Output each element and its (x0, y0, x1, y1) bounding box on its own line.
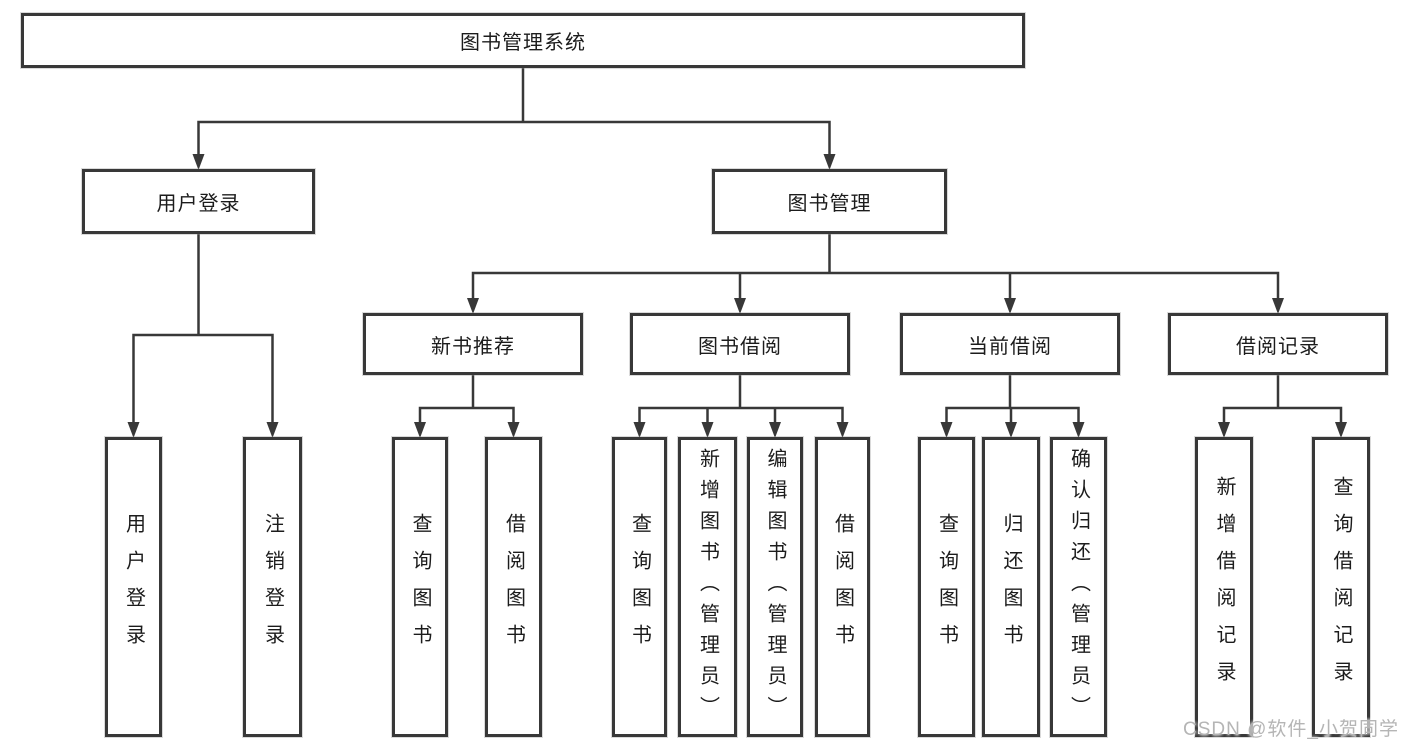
arrowhead-icon (1272, 298, 1284, 314)
arrowhead-icon (823, 154, 836, 170)
connector-path (1222, 373, 1343, 427)
diagram-node-leaf-bb-query: 查询图书 (612, 437, 667, 737)
diagram-node-borrow: 图书借阅 (630, 313, 850, 375)
arrowhead-icon (414, 422, 426, 438)
node-label: 确认归还（管理员） (1067, 447, 1090, 727)
diagram-node-leaf-user-login: 用户登录 (105, 437, 162, 737)
arrowhead-icon (507, 422, 520, 438)
diagram-node-bookmgmt: 图书管理 (712, 169, 947, 234)
connector-path (418, 373, 515, 427)
diagram-node-leaf-rec-query: 查询借阅记录 (1312, 437, 1370, 737)
diagram-node-root: 图书管理系统 (21, 13, 1025, 68)
connector-path (945, 373, 1080, 427)
diagram-node-leaf-bb-borrow: 借阅图书 (815, 437, 870, 737)
node-label: 查询图书 (935, 513, 958, 661)
node-label: 查询借阅记录 (1330, 476, 1352, 698)
node-label: 新增图书（管理员） (696, 447, 719, 727)
arrowhead-icon (467, 298, 479, 314)
watermark: CSDN @软件_小贺同学 (1183, 719, 1399, 740)
arrowhead-icon (769, 422, 781, 438)
diagram-node-current: 当前借阅 (900, 313, 1120, 375)
connector-path (638, 373, 844, 427)
arrowhead-icon (940, 422, 953, 438)
node-label: 借阅图书 (502, 513, 525, 661)
node-label: 归还图书 (1000, 513, 1022, 661)
arrowhead-icon (192, 154, 205, 170)
arrowhead-icon (127, 422, 140, 438)
diagram-node-leaf-cb-query: 查询图书 (918, 437, 975, 737)
node-label: 图书借阅 (698, 335, 782, 358)
node-label: 新增借阅记录 (1213, 476, 1235, 698)
arrowhead-icon (734, 298, 746, 314)
diagram-node-records: 借阅记录 (1168, 313, 1388, 375)
diagram-node-login: 用户登录 (82, 169, 315, 234)
diagram-node-leaf-cb-confirm: 确认归还（管理员） (1050, 437, 1107, 737)
node-label: 借阅记录 (1236, 335, 1320, 358)
node-label: 用户登录 (122, 513, 145, 661)
diagram-node-leaf-cb-return: 归还图书 (982, 437, 1040, 737)
arrowhead-icon (836, 422, 849, 438)
diagram-node-leaf-nb-borrow: 借阅图书 (485, 437, 542, 737)
node-label: 用户登录 (156, 193, 241, 215)
diagram-node-leaf-rec-add: 新增借阅记录 (1195, 437, 1253, 737)
connector-path (471, 232, 1280, 303)
diagram-node-leaf-bb-edit: 编辑图书（管理员） (747, 437, 803, 737)
arrowhead-icon (1218, 422, 1230, 438)
arrowhead-icon (1005, 422, 1017, 438)
node-label: 新书推荐 (431, 335, 515, 358)
diagram-node-newbook: 新书推荐 (363, 313, 583, 375)
connector-path (132, 232, 274, 427)
node-label: 注销登录 (261, 513, 284, 661)
node-label: 当前借阅 (968, 335, 1052, 358)
arrowhead-icon (1004, 298, 1016, 314)
arrowhead-icon (701, 422, 714, 438)
node-label: 查询图书 (409, 513, 431, 661)
arrowhead-icon (266, 422, 279, 438)
node-label: 图书管理 (787, 193, 872, 215)
connector-path (197, 66, 831, 159)
arrowhead-icon (633, 422, 646, 438)
diagram-node-leaf-nb-query: 查询图书 (392, 437, 448, 737)
node-label: 借阅图书 (831, 513, 854, 661)
node-label: 查询图书 (628, 513, 651, 661)
arrowhead-icon (1335, 422, 1347, 438)
arrowhead-icon (1072, 422, 1085, 438)
node-label: 图书管理系统 (460, 32, 586, 54)
diagram-node-leaf-bb-add: 新增图书（管理员） (678, 437, 737, 737)
diagram-node-leaf-logout: 注销登录 (243, 437, 302, 737)
node-label: 编辑图书（管理员） (764, 447, 786, 727)
